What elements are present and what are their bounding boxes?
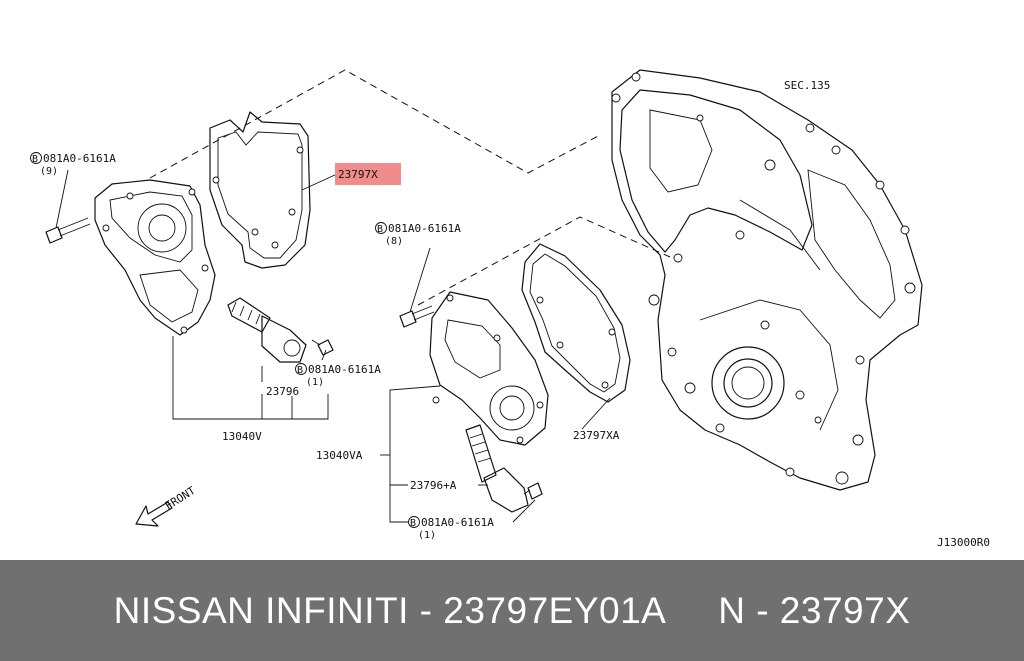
bolt-symbol-1a: B xyxy=(297,365,303,376)
label-bolt-9-qty: (9) xyxy=(40,166,58,177)
valve-timing-cover-right xyxy=(429,291,549,446)
parts-diagram: FRONT B B B B SEC.135 23797X 081A0-6161A… xyxy=(30,69,990,549)
assembly-dash-lines xyxy=(149,69,671,306)
label-13040v: 13040V xyxy=(222,430,262,443)
callout-labels: SEC.135 23797X 081A0-6161A (9) 081A0-616… xyxy=(40,79,990,549)
label-13040va: 13040VA xyxy=(316,449,363,462)
bolts xyxy=(45,217,543,500)
highlight-23797x xyxy=(335,163,401,185)
label-23797xa: 23797XA xyxy=(573,429,620,442)
label-bolt-9: 081A0-6161A xyxy=(43,152,116,165)
label-bolt-1b: 081A0-6161A xyxy=(421,516,494,529)
label-23797x: 23797X xyxy=(338,168,378,181)
reference-code: J13000R0 xyxy=(937,536,990,549)
label-bolt-1a-qty: (1) xyxy=(306,377,324,388)
bolt-symbol-8: B xyxy=(377,224,383,235)
bolt-symbols: B B B B xyxy=(30,152,420,529)
bolt-symbol-9: B xyxy=(32,154,38,165)
label-bolt-8-qty: (8) xyxy=(385,236,403,247)
case-bolt-holes xyxy=(611,72,916,485)
footer-part-numbers: NISSAN INFINITI - 23797EY01A N - 23797X xyxy=(113,589,911,631)
solenoid-valve-right xyxy=(465,424,529,513)
label-23796: 23796 xyxy=(266,385,299,398)
footer-banner: NISSAN INFINITI - 23797EY01A N - 23797X xyxy=(0,560,1024,661)
front-label: FRONT xyxy=(163,484,198,513)
label-23796a: 23796+A xyxy=(410,479,457,492)
bolt-middle xyxy=(399,305,435,328)
gasket-23797x xyxy=(209,111,311,269)
bolt-small-left xyxy=(311,339,334,356)
leader-lines xyxy=(55,169,611,523)
exploded-view: FRONT B B B B SEC.135 23797X 081A0-6161A… xyxy=(30,69,990,549)
bolt-left xyxy=(45,217,91,244)
bolt-symbol-1b: B xyxy=(410,518,416,529)
bolt-small-right xyxy=(523,482,543,500)
valve-timing-cover-left xyxy=(94,179,216,336)
solenoid-valve-left xyxy=(227,297,307,363)
label-sec-135: SEC.135 xyxy=(784,79,830,92)
front-arrow: FRONT xyxy=(135,484,198,527)
timing-chain-case xyxy=(611,69,923,491)
label-bolt-1a: 081A0-6161A xyxy=(308,363,381,376)
gasket-23797xa xyxy=(521,243,631,403)
label-bolt-8: 081A0-6161A xyxy=(388,222,461,235)
label-bolt-1b-qty: (1) xyxy=(418,530,436,541)
